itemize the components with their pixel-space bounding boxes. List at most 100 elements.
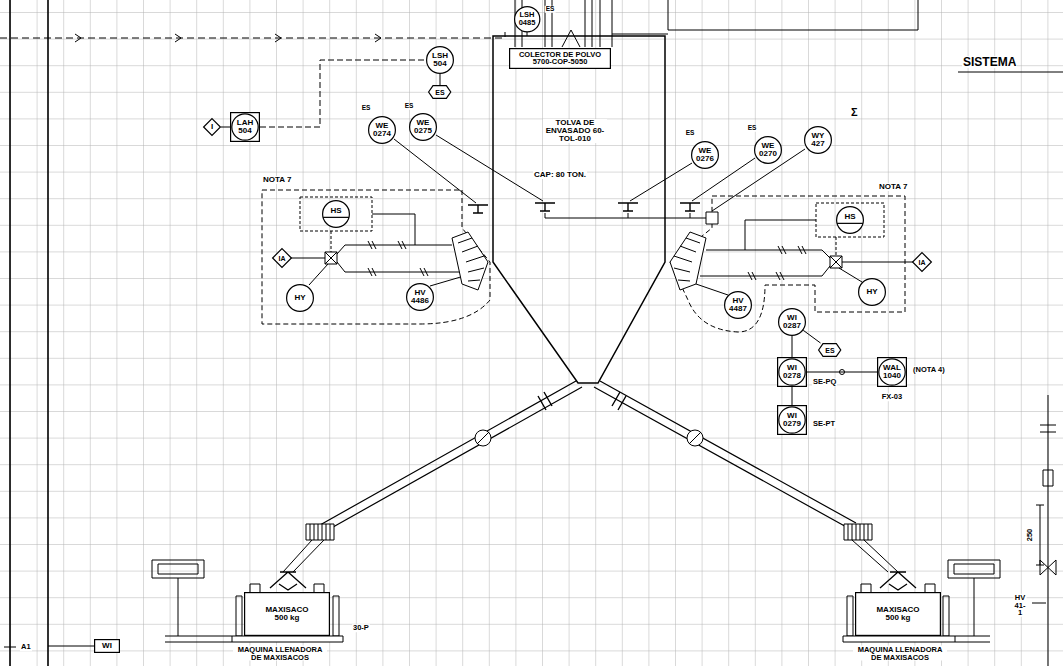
text-group: WI	[102, 642, 112, 650]
node-text: WE 0275	[414, 119, 432, 135]
dust-collector-box: COLECTOR DE POLVO 5700-COP-5050	[509, 48, 611, 69]
weight-element-bubble: WE 0274	[368, 116, 396, 144]
callout-tag: ES	[361, 105, 372, 112]
outline-shape	[856, 593, 941, 636]
signal-connector	[440, 74, 441, 85]
outline-shape	[232, 114, 258, 140]
weight-display-box: WI 0278	[777, 357, 807, 387]
text-group: LSH 0485	[519, 11, 536, 26]
callout-tag: ES	[404, 103, 415, 110]
node-text: LSH 504	[432, 52, 448, 68]
node-text: IA	[919, 259, 926, 266]
bellows	[306, 524, 872, 540]
tick-line	[4, 646, 94, 647]
text-group: HS	[844, 213, 855, 221]
filler-platform	[232, 636, 955, 642]
signal-connector	[807, 372, 877, 373]
text-group: LSH 504	[432, 52, 448, 68]
outline-shape	[204, 119, 221, 136]
node-text: IA	[279, 255, 286, 262]
note-tag: NOTA 7	[262, 176, 292, 184]
solenoid-bubble: HY	[286, 284, 314, 312]
actuator-line	[291, 214, 464, 286]
outline-shape	[725, 292, 752, 319]
alarm-display-box: LAH 504	[230, 112, 260, 142]
node-text: ES	[825, 347, 834, 354]
node-text: WI 0287	[783, 314, 801, 330]
node-text: HV 4486	[411, 289, 429, 305]
machine-name: MAQUINA LLENADORA DE MAXISACOS	[853, 646, 947, 661]
node-text: TOLVA DE ENVASADO 60-TOL-010	[543, 119, 607, 143]
text-group: HV 4487	[729, 297, 747, 313]
duct-line	[515, 0, 612, 47]
text-group: WI 0278	[783, 364, 801, 380]
filler-post	[236, 596, 949, 636]
text-group: WY 427	[811, 132, 824, 148]
text-group: WE 0276	[696, 147, 714, 163]
text-group: I	[211, 123, 213, 131]
signal-connector	[792, 387, 793, 405]
outline-shape	[692, 142, 719, 169]
scale-indicator	[152, 560, 232, 642]
node-text: I	[211, 123, 213, 131]
text-group: WI 0279	[783, 412, 801, 428]
title-underline	[958, 72, 1063, 73]
hand-switch-bubble: HS	[322, 200, 350, 228]
outline-shape	[755, 137, 782, 164]
interlock-diamond: IA	[272, 248, 292, 268]
weight-indicator-bubble: WI 0287	[778, 308, 806, 336]
node-text: HY	[866, 288, 877, 296]
alarm-display-box: WAL 1040	[877, 357, 907, 387]
weight-relay-bubble: WY 427	[804, 126, 832, 154]
text-group: TOLVA DE ENVASADO 60-TOL-010CAP: 80 TON.	[493, 36, 665, 383]
valve-disc	[477, 432, 701, 444]
node-text: WI 0279	[783, 412, 801, 428]
solenoid-valve-symbol	[325, 252, 842, 268]
text-group: HY	[866, 288, 877, 296]
signal-connector	[792, 336, 793, 357]
weight-element-bubble: WE 0276	[691, 141, 719, 169]
outline-shape	[878, 358, 907, 387]
fill-spout	[283, 540, 898, 572]
valve-tag: HV 41-1	[1014, 594, 1027, 617]
connector-group	[221, 60, 877, 405]
outline-shape	[369, 117, 396, 144]
hopper-vessel: TOLVA DE ENVASADO 60-TOL-010CAP: 80 TON.…	[493, 36, 665, 383]
node-text: CAP: 80 TON.	[533, 171, 587, 179]
node-text: WE 0270	[759, 142, 777, 158]
note-tag: NOTA 7	[878, 183, 908, 191]
outline-shape	[879, 359, 905, 385]
bag-loop	[250, 584, 935, 592]
outline-shape	[805, 127, 832, 154]
text-group: WE 0275	[414, 119, 432, 135]
discharge-chute	[320, 381, 856, 531]
outline-shape	[779, 407, 805, 433]
slide-gate-hatch	[458, 238, 700, 281]
text-group: HV 4486	[411, 289, 429, 305]
outline-shape	[778, 406, 807, 435]
text-group: ES	[435, 89, 444, 96]
text-group: MAXISACO 500 kg	[261, 606, 313, 622]
node-text: WE 0274	[373, 122, 391, 138]
interlock-diamond: I	[203, 118, 221, 136]
machine-name: MAQUINA LLENADORA DE MAXISACOS	[233, 646, 327, 661]
node-text: WI 0278	[783, 364, 801, 380]
node-text: HS	[330, 207, 341, 215]
solenoid-bubble: HY	[858, 278, 886, 306]
node-text: COLECTOR DE POLVO 5700-COP-5050	[512, 51, 608, 66]
signal-chevron	[75, 34, 381, 42]
text-group: COLECTOR DE POLVO 5700-COP-5050	[512, 51, 608, 66]
node-text: HS	[844, 213, 855, 221]
outline-shape	[819, 344, 841, 357]
outline-shape	[514, 6, 539, 31]
bag-clamp	[270, 572, 916, 590]
border-line	[10, 0, 48, 666]
junction-box	[706, 212, 718, 224]
signal-name: SE-PQ	[812, 378, 837, 386]
text-group: WE 0274	[373, 122, 391, 138]
callout-tag: ES	[685, 130, 696, 137]
